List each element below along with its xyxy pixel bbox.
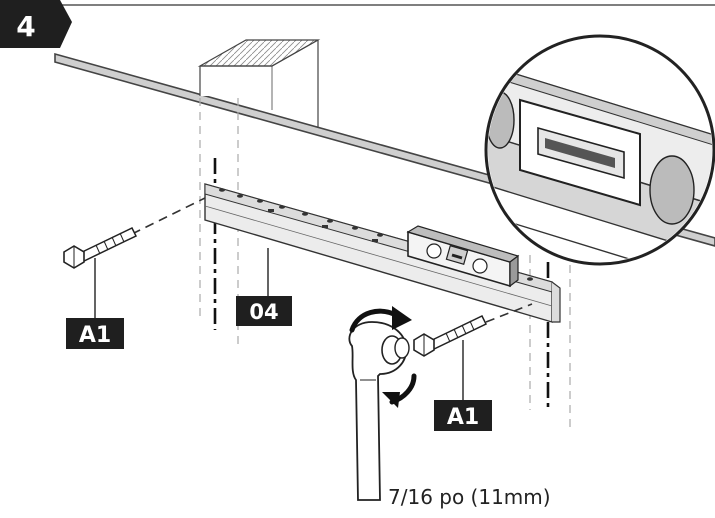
lag-screw-right	[413, 303, 533, 400]
screw-path-left	[131, 197, 206, 235]
wrench-size-text: 7/16 po (11mm)	[388, 485, 551, 509]
bracket-holes	[219, 188, 533, 281]
step-badge-icon	[0, 0, 72, 48]
lag-screw-left	[63, 197, 206, 318]
zoom-circle-icon	[484, 34, 715, 266]
spirit-level-icon	[406, 225, 520, 288]
screw-path-right	[485, 303, 533, 323]
screw-label-left: A1	[66, 318, 124, 349]
step-number: 4	[16, 10, 35, 43]
wrench-icon	[348, 321, 410, 501]
bracket-label-text: 04	[249, 300, 278, 324]
rotation-arrowheads	[382, 306, 412, 408]
step-badge: 4	[0, 0, 72, 48]
wall-stud-icon	[197, 39, 321, 128]
bracket-label: 04	[236, 296, 292, 326]
screw-label-left-text: A1	[79, 323, 111, 348]
screw-label-right-text: A1	[447, 405, 479, 430]
screw-label-right: A1	[434, 400, 492, 431]
